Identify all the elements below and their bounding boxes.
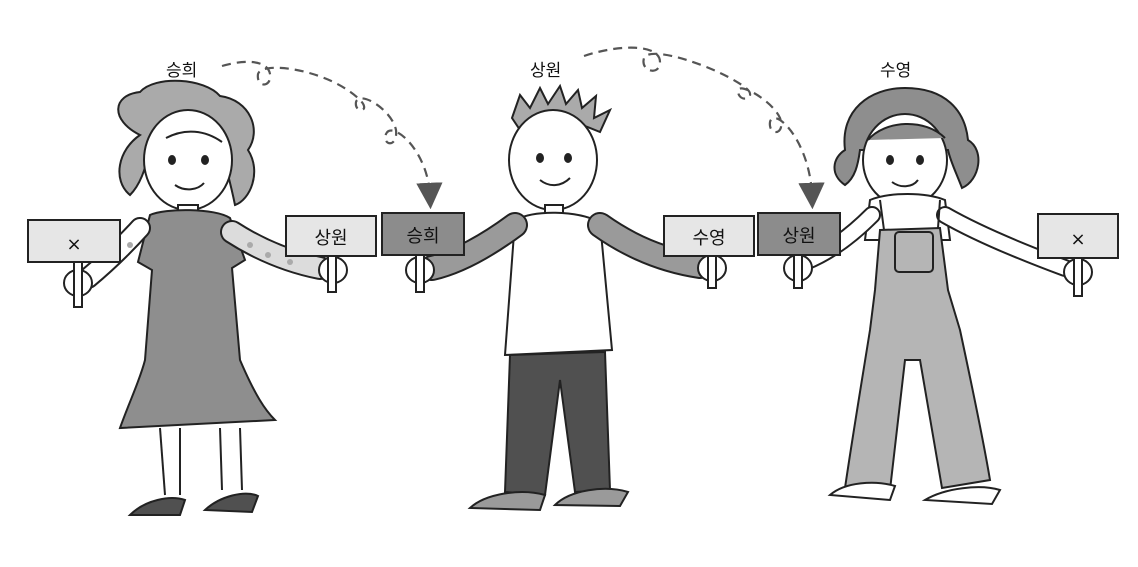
- middle-person: [405, 83, 727, 512]
- card-board: [285, 215, 377, 257]
- card-text: 상원: [782, 226, 815, 247]
- card-left-person-left: ×: [27, 219, 121, 308]
- card-board: [27, 219, 121, 263]
- card-right-person-left: 상원: [757, 212, 841, 289]
- card-board: [381, 212, 465, 256]
- card-board: [757, 212, 841, 256]
- arrow-middle-to-right: [583, 46, 825, 210]
- card-text: 수영: [692, 228, 725, 249]
- arrow-left-to-middle: [221, 60, 443, 210]
- card-board: [663, 215, 755, 257]
- middle-person-pants: [503, 350, 612, 497]
- left-person-dress: [118, 209, 278, 430]
- card-text: ×: [66, 234, 81, 255]
- card-middle-person-right: 수영: [663, 215, 755, 289]
- right-person: [783, 86, 1093, 506]
- card-text: 상원: [314, 228, 347, 249]
- left-person: [63, 79, 348, 516]
- left-person-face: [143, 109, 233, 211]
- left-person-shoe-left: [127, 497, 187, 516]
- middle-person-shirt: [503, 211, 614, 357]
- middle-person-face: [508, 109, 598, 211]
- name-label-right: 수영: [880, 61, 912, 81]
- card-left-person-right: 상원: [285, 215, 377, 293]
- card-text: 승희: [406, 226, 439, 247]
- card-middle-person-left: 승희: [381, 212, 465, 293]
- card-right-person-right: ×: [1037, 213, 1119, 297]
- card-text: ×: [1070, 229, 1085, 250]
- right-person-overalls: [843, 226, 992, 492]
- left-person-shoe-right: [202, 492, 260, 514]
- name-label-middle: 상원: [530, 61, 562, 81]
- card-board: [1037, 213, 1119, 259]
- name-label-left: 승희: [166, 61, 198, 81]
